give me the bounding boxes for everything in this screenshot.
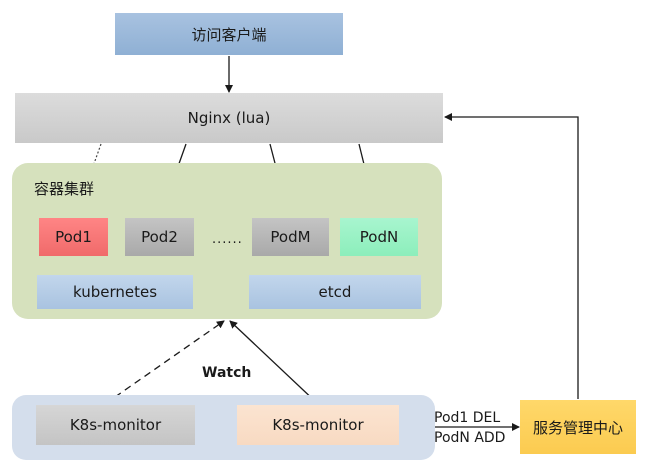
event-pod-add: PodN ADD: [434, 430, 506, 446]
pod-label: PodM: [270, 228, 311, 246]
etcd-node: etcd: [249, 275, 421, 309]
monitor-label: K8s-monitor: [272, 416, 364, 434]
k8s-monitor-active: K8s-monitor: [237, 405, 399, 445]
kubernetes-label: kubernetes: [72, 283, 158, 301]
arrow-monitor2-watch: [229, 320, 319, 405]
cluster-label: 容器集群: [34, 180, 95, 198]
pod-node-pod1: Pod1: [39, 218, 108, 256]
nginx-label: Nginx (lua): [187, 109, 271, 127]
pod-node-pod2: Pod2: [125, 218, 194, 256]
service-center-node: 服务管理中心: [520, 400, 636, 454]
pod-label: Pod2: [141, 228, 178, 246]
pod-label: PodN: [359, 228, 399, 246]
monitor-label: K8s-monitor: [69, 416, 162, 434]
pods-ellipsis: ......: [212, 232, 243, 247]
pod-node-podm: PodM: [252, 218, 329, 256]
k8s-monitor-standby: K8s-monitor: [36, 405, 195, 445]
pod-node-podn: PodN: [340, 218, 418, 256]
nginx-node: Nginx (lua): [15, 93, 443, 143]
etcd-label: etcd: [318, 283, 352, 301]
pod-label: Pod1: [55, 228, 92, 246]
kubernetes-node: kubernetes: [37, 275, 193, 309]
client-label: 访问客户端: [191, 25, 267, 44]
client-node: 访问客户端: [115, 13, 343, 55]
service-center-label: 服务管理中心: [532, 418, 623, 437]
event-pod-del: Pod1 DEL: [434, 410, 501, 426]
arrow-monitor1-watch: [114, 320, 225, 398]
watch-label: Watch: [202, 365, 252, 381]
arrow-service-center-to-nginx: [444, 113, 579, 399]
